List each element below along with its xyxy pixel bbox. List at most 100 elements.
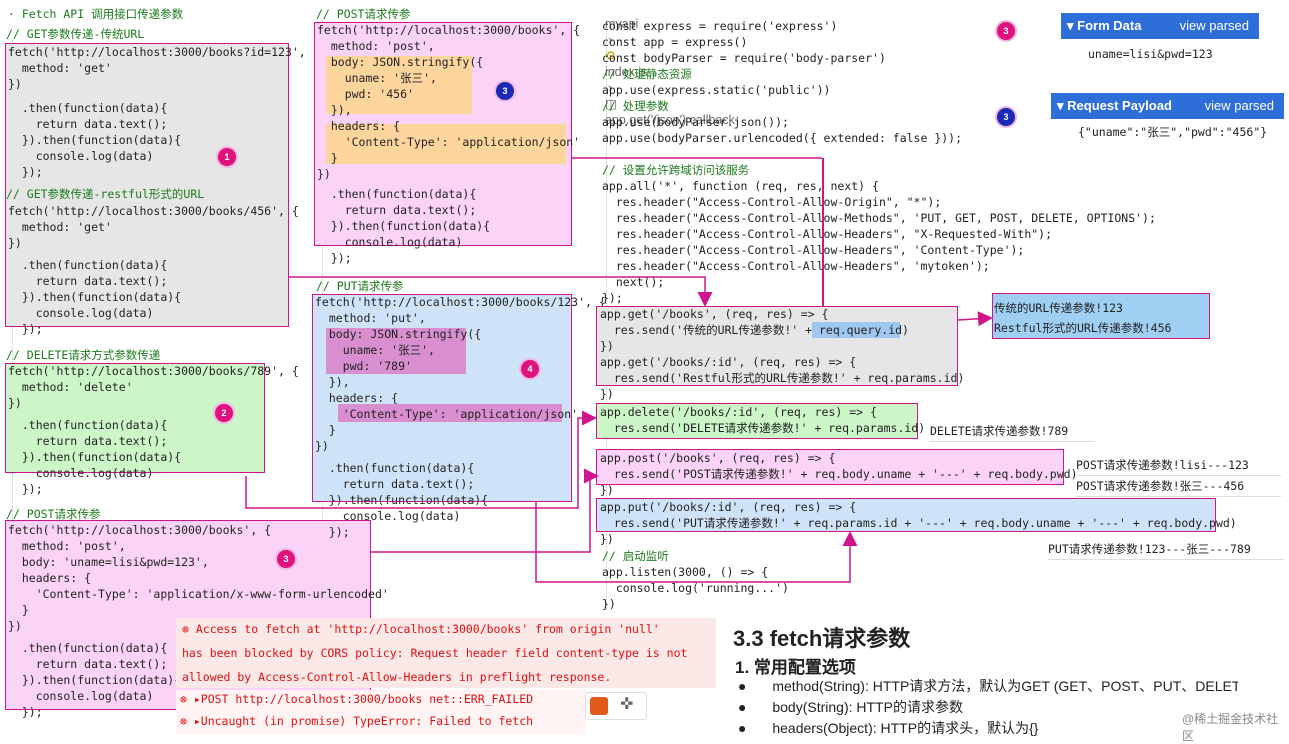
code-block-get-url xyxy=(5,43,289,327)
page-title: · Fetch API 调用接口传递参数 xyxy=(8,7,184,21)
step-badge-3: 3 xyxy=(277,550,295,568)
console-error-post[interactable]: ⊗ ▸POST http://localhost:3000/books net:… xyxy=(180,692,534,706)
code-server-top: const express = require('express') const… xyxy=(602,18,962,146)
code-line: console.log(data) xyxy=(315,509,461,523)
put-headers-highlight xyxy=(338,404,562,422)
result-get-restful: Restful形式的URL传递参数!456 xyxy=(994,321,1172,335)
code-post-json: fetch('http://localhost:3000/books', { m… xyxy=(317,22,580,266)
request-payload-header[interactable]: ▾ Request Payload view parsed xyxy=(1051,93,1284,119)
code-line: }).then(function(data){ xyxy=(317,219,491,233)
code-line: }); xyxy=(8,705,43,719)
request-payload-title: ▾ Request Payload xyxy=(1057,98,1172,113)
form-data-header[interactable]: ▾ Form Data view parsed xyxy=(1061,13,1259,39)
code-line: headers: { xyxy=(317,119,401,133)
code-line: console.log(data) xyxy=(8,689,154,703)
code-line: app.use(bodyParser.urlencoded({ extended… xyxy=(602,131,963,145)
indent-guide xyxy=(322,20,323,540)
result-get-query: 传统的URL传递参数!123 xyxy=(994,301,1123,315)
code-line: .then(function(data){ xyxy=(8,418,168,432)
code-line: app.use(bodyParser.json()); xyxy=(602,115,789,129)
step-badge-2: 2 xyxy=(215,404,233,422)
code-line: app.get('/books/:id', (req, res) => { xyxy=(600,355,857,369)
puzzle-icon[interactable]: ✜ xyxy=(620,694,634,713)
code-line: console.log(data) xyxy=(8,306,154,320)
step-badge-1: 1 xyxy=(218,148,236,166)
doc-bullet: ● method(String): HTTP请求方法，默认为GET (GET、P… xyxy=(738,678,1238,694)
code-server-cors: // 设置允许跨域访问该服务 app.all('*', function (re… xyxy=(602,162,1156,306)
step-badge-3-form: 3 xyxy=(997,22,1015,40)
code-get-url: fetch('http://localhost:3000/books?id=12… xyxy=(8,44,306,180)
console-error-uncaught[interactable]: ⊗ ▸Uncaught (in promise) TypeError: Fail… xyxy=(180,714,534,728)
code-line: res.header("Access-Control-Allow-Methods… xyxy=(602,211,1156,225)
code-line: return data.text(); xyxy=(317,203,477,217)
code-line: const express = require('express') xyxy=(602,19,838,33)
code-line: fetch('http://localhost:3000/books', { xyxy=(8,523,272,537)
breadcrumb-item[interactable]: myapi xyxy=(604,17,639,31)
query-id-highlight xyxy=(812,322,900,338)
step-badge-3-payload: 3 xyxy=(997,108,1015,126)
code-line: fetch('http://localhost:3000/books', { xyxy=(317,23,581,37)
code-line: // 处理静态资源 xyxy=(602,67,692,81)
code-line: }).then(function(data){ xyxy=(315,493,489,507)
code-line: fetch('http://localhost:3000/books/123',… xyxy=(315,295,606,309)
arrow-delete-to-server xyxy=(245,410,597,509)
put-body-highlight xyxy=(326,328,466,374)
form-data-title: ▾ Form Data xyxy=(1067,18,1142,33)
code-line: uname: '张三', xyxy=(315,343,435,357)
code-delete: fetch('http://localhost:3000/books/789',… xyxy=(8,363,299,497)
code-line: }), xyxy=(315,375,350,389)
code-block-server-delete xyxy=(596,403,918,439)
code-line: res.header("Access-Control-Allow-Headers… xyxy=(602,259,990,273)
code-line: 'Content-Type': 'application/json' xyxy=(317,135,581,149)
console-error-line: ⊗ Access to fetch at 'http://localhost:3… xyxy=(182,622,660,636)
result-box-get xyxy=(992,293,1210,339)
code-line: .then(function(data){ xyxy=(315,461,475,475)
view-parsed-link[interactable]: view parsed xyxy=(1179,18,1249,33)
breadcrumb-item[interactable]: index.js xyxy=(604,65,648,79)
code-server-delete: app.delete('/books/:id', (req, res) => {… xyxy=(600,404,925,436)
breadcrumb-item[interactable]: app.get('/json') callback xyxy=(604,113,735,127)
code-line: }).then(function(data){ xyxy=(8,673,182,687)
extension-icon[interactable] xyxy=(590,697,608,715)
code-line: }); xyxy=(602,291,623,305)
code-line: // 设置允许跨域访问该服务 xyxy=(602,163,750,177)
comment-post-json: // POST请求传参 xyxy=(316,7,411,21)
code-line: return data.text(); xyxy=(8,274,168,288)
doc-bullet: ● headers(Object): HTTP的请求头，默认为{} xyxy=(738,720,1039,736)
code-line: method: 'delete' xyxy=(8,380,133,394)
view-parsed-link[interactable]: view parsed xyxy=(1204,98,1274,113)
code-line: }); xyxy=(315,525,350,539)
code-server-post: app.post('/books', (req, res) => { res.s… xyxy=(600,450,1078,498)
result-post-json: POST请求传递参数!张三---456 xyxy=(1076,478,1281,497)
doc-heading: 3.3 fetch请求参数 xyxy=(733,626,911,651)
console-error-line: allowed by Access-Control-Allow-Headers … xyxy=(182,670,612,684)
code-line: res.header("Access-Control-Allow-Origin"… xyxy=(602,195,942,209)
comment-put: // PUT请求传参 xyxy=(316,279,404,293)
code-line: }), xyxy=(317,103,352,117)
comment-get-url: // GET参数传递-传统URL xyxy=(6,27,145,41)
code-line: method: 'post', xyxy=(317,39,435,53)
comment-post-form: // POST请求传参 xyxy=(6,507,101,521)
code-line: .then(function(data){ xyxy=(317,187,477,201)
code-line: method: 'post', xyxy=(8,539,126,553)
code-line: res.header("Access-Control-Allow-Headers… xyxy=(602,243,1025,257)
code-server-put: app.put('/books/:id', (req, res) => { re… xyxy=(600,499,1237,547)
code-line: res.send('传统的URL传递参数!' + req.query.id) xyxy=(600,323,909,337)
code-line: app.get('/books', (req, res) => { xyxy=(600,307,829,321)
code-line: 'Content-Type': 'application/x-www-form-… xyxy=(8,587,389,601)
code-line: }) xyxy=(317,167,331,181)
cube-icon: ◫ xyxy=(604,97,617,111)
code-line: method: 'get' xyxy=(8,220,112,234)
code-line: }) xyxy=(315,439,329,453)
code-line: } xyxy=(8,603,29,617)
code-line: }); xyxy=(8,165,43,179)
code-line: return data.text(); xyxy=(315,477,475,491)
code-line: }).then(function(data){ xyxy=(8,450,182,464)
code-line: pwd: '789' xyxy=(315,359,412,373)
code-line: }) xyxy=(8,77,22,91)
comment-get-restful: // GET参数传递-restful形式的URL xyxy=(6,187,205,201)
code-put: fetch('http://localhost:3000/books/123',… xyxy=(315,294,606,540)
request-payload-value: {"uname":"张三","pwd":"456"} xyxy=(1078,125,1268,139)
result-post-form: POST请求传递参数!lisi---123 xyxy=(1076,457,1281,476)
